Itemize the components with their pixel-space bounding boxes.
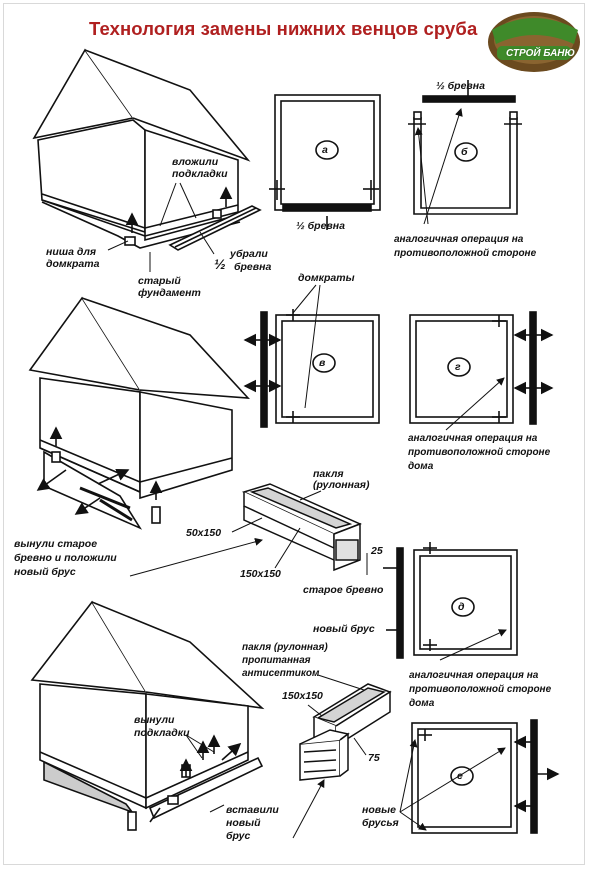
label-nisha-2: домкрата <box>46 258 100 270</box>
panel-a-letter: а <box>322 144 328 156</box>
label-ubrali-half: ½ <box>214 256 226 272</box>
label-dim-50x150: 50х150 <box>186 527 222 539</box>
timber-detail-1-pointers <box>129 490 368 577</box>
label-vynuli-3: новый брус <box>14 566 76 578</box>
label-dim-150x150-b: 150х150 <box>282 690 323 702</box>
house-1-pointers <box>107 182 215 272</box>
page-title: Технология замены нижних венцов сруба <box>89 18 478 39</box>
label-dim-150x150: 150х150 <box>240 568 281 580</box>
house-3 <box>30 600 265 831</box>
label-vynuli-1: вынули старое <box>14 538 98 550</box>
logo-text: СТРОЙ БАНЮ <box>506 48 575 59</box>
timber-detail-1 <box>241 483 362 572</box>
panel-d-pointers <box>439 629 507 661</box>
panel-v-letter: в <box>319 357 326 369</box>
panel-b-pointers <box>414 108 463 225</box>
logo <box>488 12 580 72</box>
panel-v-pointers <box>292 284 321 409</box>
panel-e-pointers <box>399 739 506 831</box>
label-fund-2: фундамент <box>138 287 201 299</box>
label-analog-g-3: дома <box>408 461 434 472</box>
label-staroe: старое бревно <box>303 584 384 596</box>
panel-d <box>383 542 518 659</box>
label-analog-d-2: противоположной стороне <box>409 684 552 695</box>
label-paklya-1: пакля <box>313 468 344 480</box>
panel-a <box>269 94 381 230</box>
panel-b-letter: б <box>461 146 468 158</box>
label-vynuli-2: бревно и положили <box>14 552 117 564</box>
house-2 <box>28 296 250 530</box>
label-vstavili-2: новый <box>226 817 261 829</box>
label-nisha-1: ниша для <box>46 246 97 258</box>
label-vynuli2-1: вынули <box>134 714 175 726</box>
label-vynuli2-2: подкладки <box>134 727 190 739</box>
timber-detail-2 <box>299 683 392 781</box>
label-paklya2-3: антисептиком <box>242 668 320 679</box>
house-1 <box>32 48 262 251</box>
label-vstavili-1: вставили <box>226 804 279 816</box>
timber-detail-2-pointers <box>292 674 367 839</box>
page-frame <box>3 3 585 865</box>
label-analog-g-2: противоположной стороне <box>408 447 551 458</box>
label-analog-b-1: аналогичная операция на <box>394 234 524 245</box>
label-dim-25: 25 <box>371 545 383 557</box>
panel-e <box>411 719 560 834</box>
label-podkladki-2: подкладки <box>172 168 228 180</box>
label-domkraty: домкраты <box>298 272 355 284</box>
label-paklya2-1: пакля (рулонная) <box>242 642 328 653</box>
label-podkladki-1: вложили <box>172 156 219 168</box>
label-vstavili-3: брус <box>226 830 251 842</box>
label-half-top: ½ бревна <box>436 80 485 92</box>
label-novyi: новый брус <box>313 623 375 635</box>
label-ubrali-2: бревна <box>234 261 272 273</box>
panel-g <box>409 311 554 425</box>
label-paklya2-2: пропитанная <box>242 655 311 666</box>
label-dim-75: 75 <box>368 752 380 764</box>
label-analog-d-3: дома <box>409 698 435 709</box>
label-novye-1: новые <box>362 804 396 816</box>
label-novye-2: брусья <box>362 817 399 829</box>
house-3-pointers <box>185 734 225 813</box>
label-analog-d-1: аналогичная операция на <box>409 670 539 681</box>
label-analog-g-1: аналогичная операция на <box>408 433 538 444</box>
panel-b <box>408 80 522 215</box>
panel-g-pointers <box>445 377 505 431</box>
label-paklya-2: (рулонная) <box>313 479 370 491</box>
label-fund-1: старый <box>138 275 181 287</box>
label-analog-b-2: противоположной стороне <box>394 248 537 259</box>
panel-v <box>243 309 380 428</box>
panel-d-letter: д <box>458 601 465 613</box>
panel-g-letter: г <box>455 361 461 373</box>
panel-e-letter: е <box>457 770 463 782</box>
label-half-bottom: ½ бревна <box>296 220 345 232</box>
label-ubrali-1: убрали <box>230 248 268 260</box>
